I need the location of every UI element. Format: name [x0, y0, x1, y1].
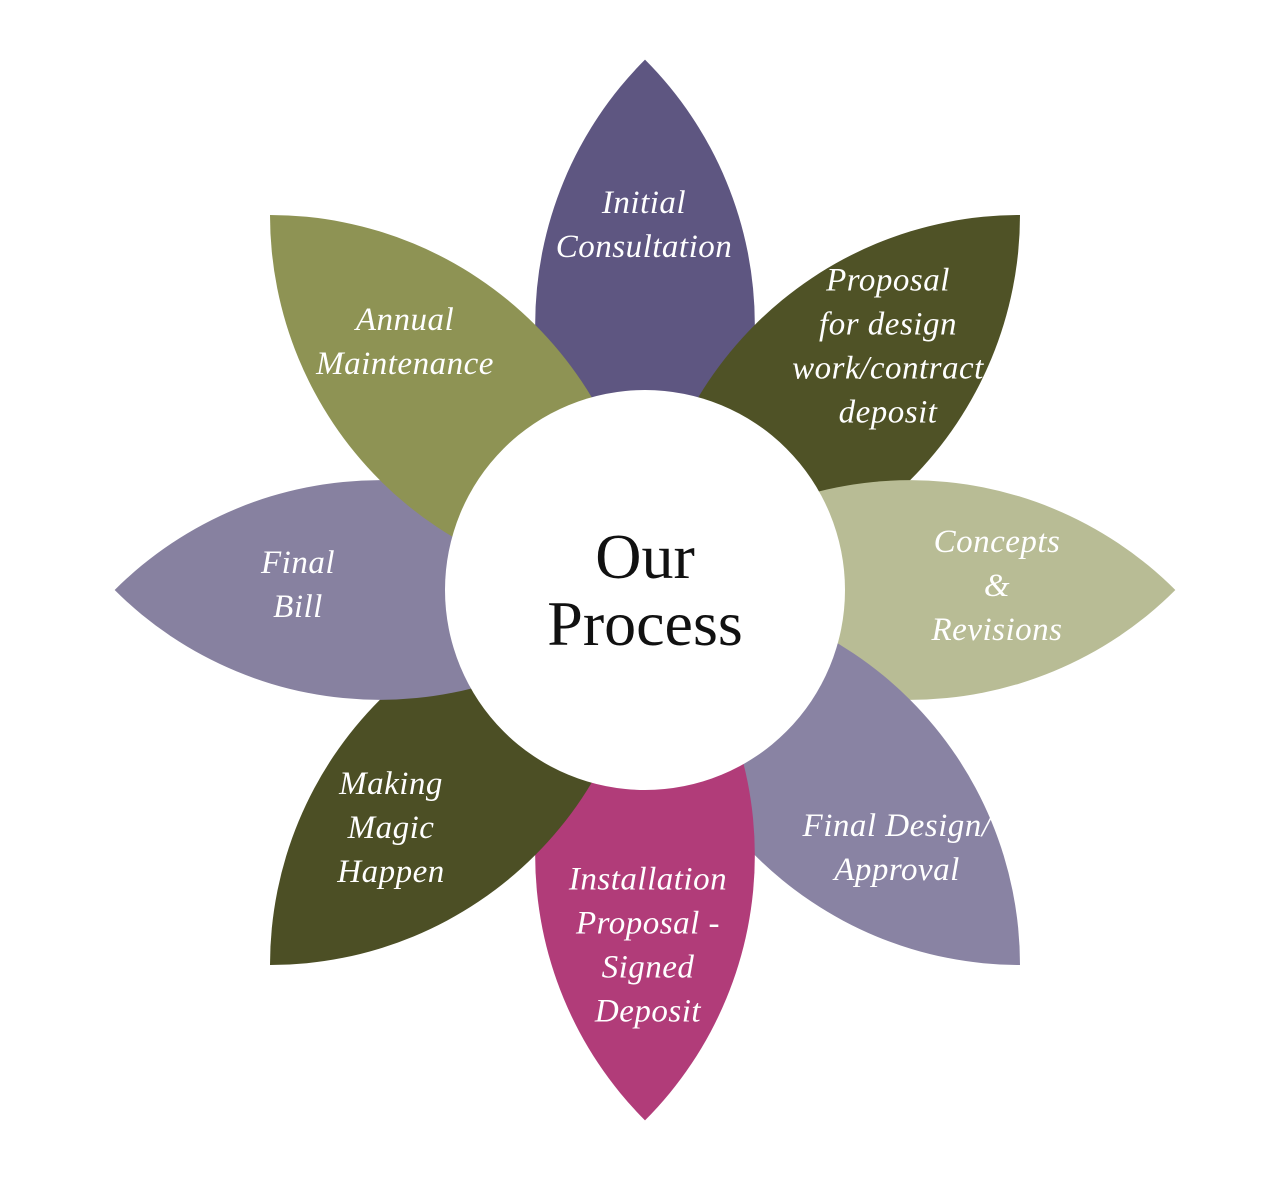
label-annual-maintenance: Annual Maintenance	[316, 302, 494, 382]
center-circle: Our Process	[445, 390, 845, 790]
label-making-magic-happen: Making Magic Happen	[337, 766, 445, 890]
label-concepts-revisions: Concepts & Revisions	[931, 524, 1063, 648]
label-initial-consultation: Initial Consultation	[555, 185, 733, 265]
center-title: Our Process	[547, 520, 743, 659]
label-installation-proposal-signed-deposit: Installation Proposal - Signed Deposit	[568, 861, 728, 1029]
label-proposal-design-contract-deposit: Proposal for design work/contract deposi…	[792, 262, 984, 430]
label-final-bill: Final Bill	[261, 545, 335, 625]
label-final-design-approval: Final Design/ Approval	[802, 808, 992, 888]
